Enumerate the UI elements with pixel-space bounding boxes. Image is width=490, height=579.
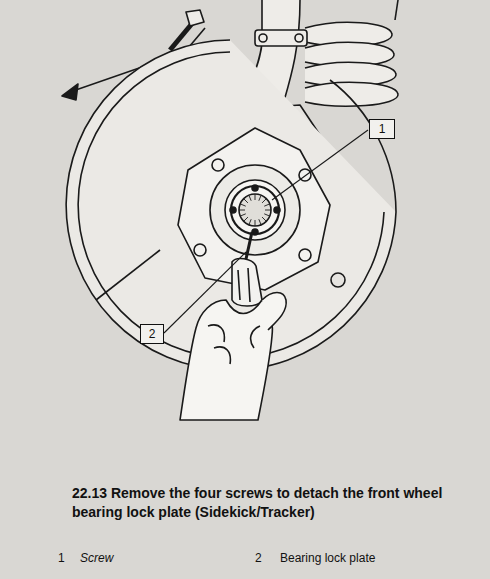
callout-number: 2 xyxy=(149,328,156,340)
key-number: 1 xyxy=(58,551,65,565)
callout-number: 1 xyxy=(379,123,386,135)
leader-line xyxy=(164,252,246,333)
bearing-lock-plate xyxy=(230,185,280,235)
figure-caption: 22.13 Remove the four screws to detach t… xyxy=(72,484,472,522)
leader-line xyxy=(272,130,368,200)
callout-box: 1 xyxy=(369,119,395,139)
screwdriver xyxy=(232,232,262,306)
part-name: Bearing lock plate xyxy=(280,551,375,565)
key-number: 2 xyxy=(255,551,262,565)
callout-box: 2 xyxy=(140,324,164,344)
coil-spring xyxy=(305,0,398,106)
hand xyxy=(180,293,286,421)
part-name: Screw xyxy=(80,551,113,565)
hub-splines xyxy=(239,194,271,226)
